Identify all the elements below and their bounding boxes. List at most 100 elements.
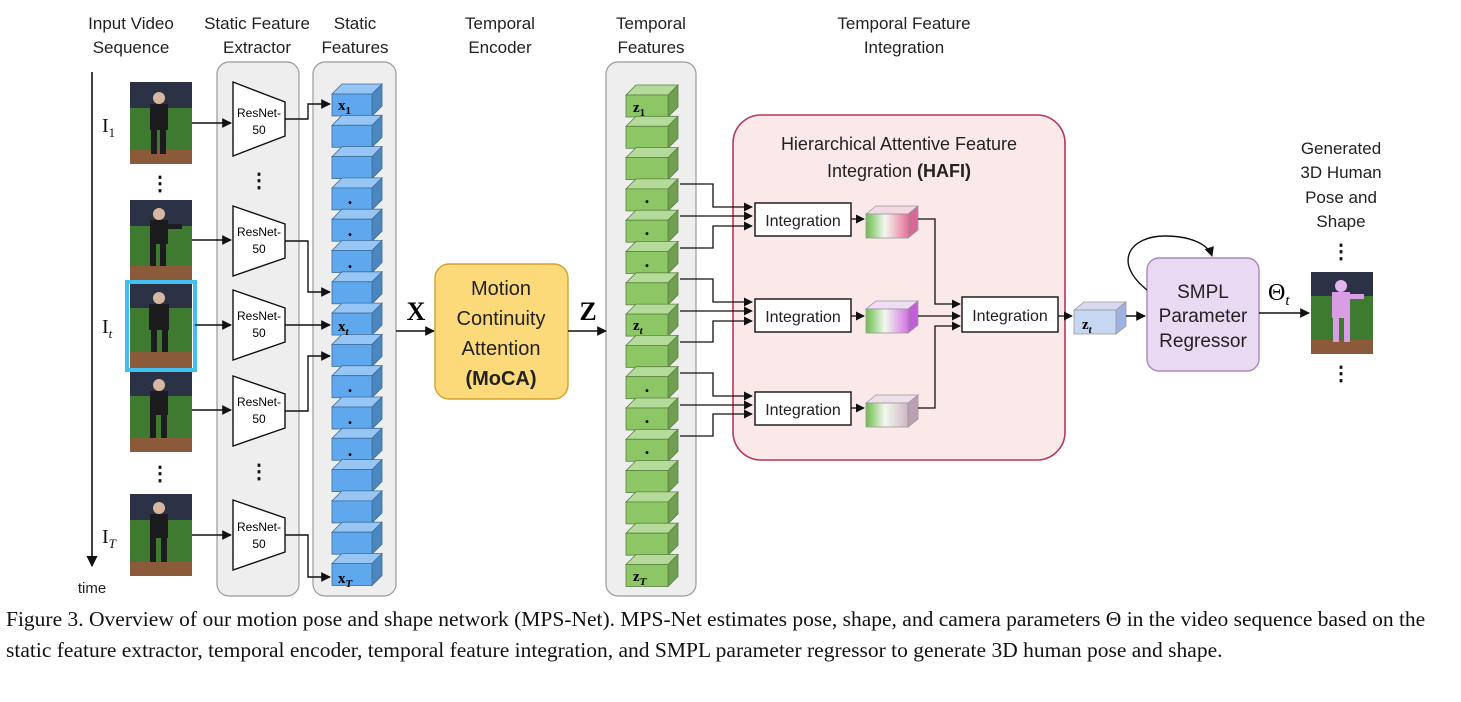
- resnet-block-current: ResNet- 50: [232, 289, 286, 361]
- resnet-block-1: ResNet- 50: [232, 80, 286, 158]
- svg-text:.: .: [348, 220, 353, 240]
- temporal-feature-cube: [625, 553, 679, 588]
- svg-text:.: .: [645, 407, 650, 427]
- zt-output-cube: zt: [1072, 301, 1128, 336]
- header-input-l1: Input Video: [88, 14, 174, 33]
- video-frames: [125, 82, 197, 576]
- temporal-feature-cube: [625, 334, 679, 369]
- static-feature-cube: [331, 427, 383, 462]
- header-extractor-l2: Extractor: [223, 38, 291, 57]
- header-tfeat-l1: Temporal: [616, 14, 686, 33]
- frame-label-it: It: [102, 316, 113, 341]
- header-static-l2: Features: [321, 38, 388, 57]
- temporal-feature-cube: [625, 271, 679, 306]
- static-feature-cube: [331, 270, 383, 305]
- temporal-label-z1: z1: [633, 100, 645, 119]
- resnet-block-3: ResNet- 50: [232, 375, 286, 447]
- zt-output-label: zt: [1082, 317, 1093, 336]
- static-label-x1: x1: [338, 98, 351, 117]
- video-frame-1: [130, 82, 192, 164]
- svg-text:.: .: [645, 187, 650, 207]
- column-headers: Input Video Sequence Static Feature Extr…: [88, 14, 1381, 231]
- svg-text:ResNet-: ResNet-: [237, 309, 281, 323]
- header-encoder-l1: Temporal: [465, 14, 535, 33]
- temporal-label-zT: zT: [633, 569, 648, 588]
- output-dots-top: ⋮: [1331, 241, 1351, 263]
- svg-text:Integration: Integration: [765, 309, 841, 326]
- svg-text:50: 50: [252, 242, 266, 256]
- static-label-xT: xT: [338, 571, 354, 590]
- hafi-region: [732, 114, 1066, 461]
- header-gen-l4: Shape: [1316, 212, 1365, 231]
- temporal-label-zt: zt: [633, 318, 644, 337]
- smpl-feedback-loop: [1127, 235, 1214, 291]
- integration-box-3: Integration: [754, 391, 852, 426]
- integration-box-final: Integration: [961, 296, 1059, 333]
- static-ellipsis-dots: . . . . . .: [348, 188, 353, 460]
- header-tfeat-l2: Features: [617, 38, 684, 57]
- header-gen-l3: Pose and: [1305, 188, 1377, 207]
- static-feature-cube: [331, 489, 383, 524]
- svg-text:Integration: Integration: [765, 213, 841, 230]
- svg-text:Integration: Integration: [972, 308, 1048, 325]
- temporal-feature-cube: [625, 365, 679, 400]
- temporal-to-integration-arrows: [680, 183, 753, 437]
- resnet-block-2: ResNet- 50: [232, 205, 286, 277]
- static-feature-cube: [331, 302, 383, 337]
- attention-cube-3: [864, 394, 920, 428]
- svg-text:.: .: [348, 188, 353, 208]
- static-feature-cube: [331, 458, 383, 493]
- temporal-feature-cube: [625, 84, 679, 118]
- static-feature-cube: [331, 552, 383, 587]
- extractor-dots-1: ⋮: [249, 170, 269, 192]
- temporal-feature-cube: [625, 303, 679, 338]
- moca-block: Motion Continuity Attention (MoCA): [434, 263, 569, 400]
- svg-text:ResNet-: ResNet-: [237, 225, 281, 239]
- x-symbol: X: [407, 297, 426, 326]
- svg-text:Parameter: Parameter: [1159, 306, 1248, 327]
- temporal-feature-cube: [625, 115, 679, 150]
- svg-text:(MoCA): (MoCA): [465, 368, 536, 390]
- svg-text:50: 50: [252, 537, 266, 551]
- temporal-feature-cube: [625, 397, 679, 431]
- integration-box-2: Integration: [754, 298, 852, 333]
- header-gen-l1: Generated: [1301, 139, 1381, 158]
- video-frame-3: [130, 372, 192, 452]
- frame-dots-1: ⋮: [150, 173, 170, 195]
- integration-flow-arrows: [851, 214, 1073, 413]
- svg-text:.: .: [645, 376, 650, 396]
- header-tfi-l1: Temporal Feature: [837, 14, 970, 33]
- static-feature-cube: [331, 364, 383, 399]
- temporal-ellipsis-dots: . . . . . .: [645, 187, 650, 458]
- integration-box-1: Integration: [754, 202, 852, 237]
- resnet-to-feature-arrows: [285, 99, 331, 582]
- svg-text:Motion: Motion: [471, 278, 531, 300]
- generated-mesh-image: [1311, 272, 1373, 354]
- svg-text:.: .: [348, 440, 353, 460]
- temporal-feature-cube: [625, 240, 679, 275]
- svg-text:SMPL: SMPL: [1177, 282, 1229, 303]
- svg-text:.: .: [348, 252, 353, 272]
- svg-text:Regressor: Regressor: [1159, 331, 1247, 352]
- svg-text:50: 50: [252, 326, 266, 340]
- video-frame-T: [130, 494, 192, 576]
- mps-net-diagram: Input Video Sequence Static Feature Extr…: [78, 14, 1382, 597]
- svg-text:Continuity: Continuity: [457, 308, 546, 330]
- header-input-l2: Sequence: [93, 38, 170, 57]
- static-feature-cube: [331, 396, 383, 430]
- svg-text:.: .: [645, 251, 650, 271]
- extractor-dots-2: ⋮: [249, 461, 269, 483]
- header-extractor-l1: Static Feature: [204, 14, 310, 33]
- temporal-feature-cube: [625, 177, 679, 212]
- static-feature-cube: [331, 145, 383, 180]
- frame-to-resnet-arrows: [192, 118, 232, 540]
- temporal-feature-cube: [625, 428, 679, 463]
- header-tfi-l2: Integration: [864, 38, 944, 57]
- temporal-feature-cube: [625, 490, 679, 525]
- z-symbol: Z: [579, 297, 596, 326]
- svg-text:50: 50: [252, 123, 266, 137]
- attention-cube-1: [864, 205, 920, 239]
- svg-text:ResNet-: ResNet-: [237, 520, 281, 534]
- header-encoder-l2: Encoder: [468, 38, 532, 57]
- frame-label-i1: I1: [102, 115, 115, 140]
